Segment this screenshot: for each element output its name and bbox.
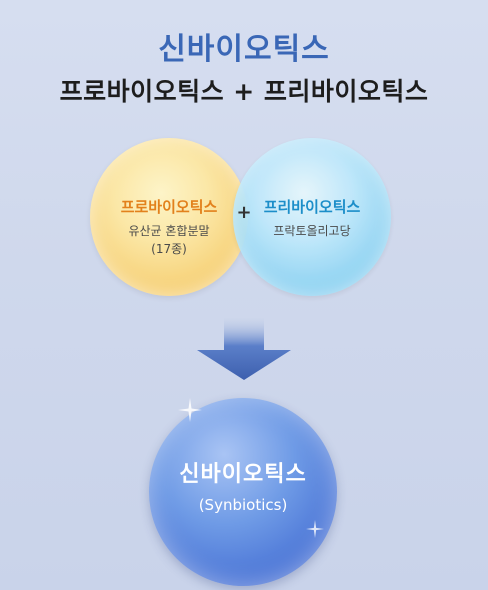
page-title: 신바이오틱스 <box>158 32 330 67</box>
page-subtitle: 프로바이오틱스 + 프리바이오틱스 <box>59 77 429 106</box>
probiotics-desc: 유산균 혼합분말 <box>128 224 210 238</box>
probiotics-circle <box>90 138 248 296</box>
probiotics-name: 프로바이오틱스 <box>120 198 218 216</box>
plus-sign: + <box>236 202 252 223</box>
synbiotics-english: (Synbiotics) <box>198 496 288 514</box>
probiotics-count: (17종) <box>151 242 187 256</box>
prebiotics-desc: 프락토올리고당 <box>273 224 351 238</box>
synbiotics-circle <box>149 398 337 586</box>
prebiotics-circle <box>233 138 391 296</box>
sparkle-icon <box>306 520 324 538</box>
down-arrow-icon <box>197 318 291 380</box>
sparkle-icon <box>178 398 202 422</box>
synbiotics-name: 신바이오틱스 <box>179 462 307 487</box>
prebiotics-name: 프리바이오틱스 <box>263 198 361 216</box>
